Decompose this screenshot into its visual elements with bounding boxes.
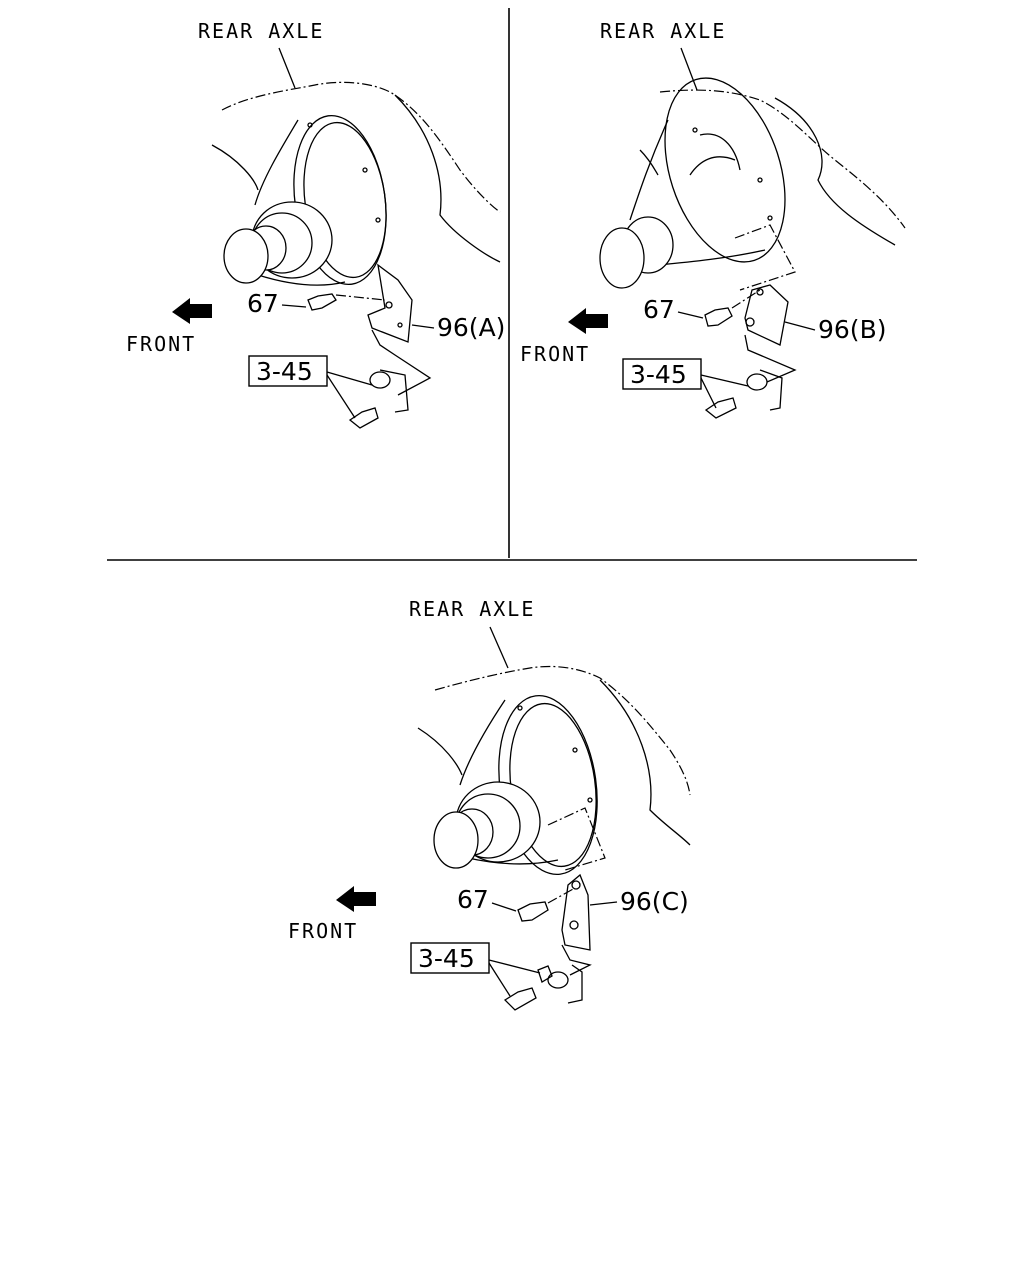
panel-a-ref-label: 3-45 [256,357,313,386]
panel-c-bracket-callout: 96(C) [620,887,689,916]
panel-c-bolt-callout: 67 [457,885,489,914]
panel-b-front-label: FRONT [520,342,590,366]
panel-c: REAR AXLE 67 [288,597,691,1011]
panel-c-ref-box [410,942,490,974]
differential-housing-icon [211,81,501,286]
panel-b-ref-label: 3-45 [630,360,687,389]
bolt-icon [517,887,576,922]
front-direction-arrow-icon [568,308,608,334]
panel-c-axle-label: REAR AXLE [409,597,535,621]
panel-a-front-label: FRONT [126,332,196,356]
panel-b-ref-box [622,358,702,390]
panel-a-bracket-callout: 96(A) [437,313,505,342]
bolt-icon [307,293,386,311]
front-direction-arrow-icon [172,298,212,324]
panel-a-ref-box [248,355,328,387]
panel-a: REAR AXLE 67 [126,19,505,429]
bracket-icon [503,873,592,1011]
panel-b-bracket-callout: 96(B) [818,315,886,344]
bracket-icon [704,284,797,419]
panel-b: REAR AXLE 67 [520,19,906,419]
differential-housing-icon [417,665,691,876]
panel-b-axle-label: REAR AXLE [600,19,726,43]
front-direction-arrow-icon [336,886,376,912]
panel-b-bolt-callout: 67 [643,295,675,324]
differential-housing-icon [599,77,906,291]
panel-c-ref-label: 3-45 [418,944,475,973]
bolt-icon [704,289,761,327]
panel-a-axle-label: REAR AXLE [198,19,324,43]
panel-a-bolt-callout: 67 [247,289,279,318]
bracket-icon [348,263,432,429]
panel-c-front-label: FRONT [288,919,358,943]
